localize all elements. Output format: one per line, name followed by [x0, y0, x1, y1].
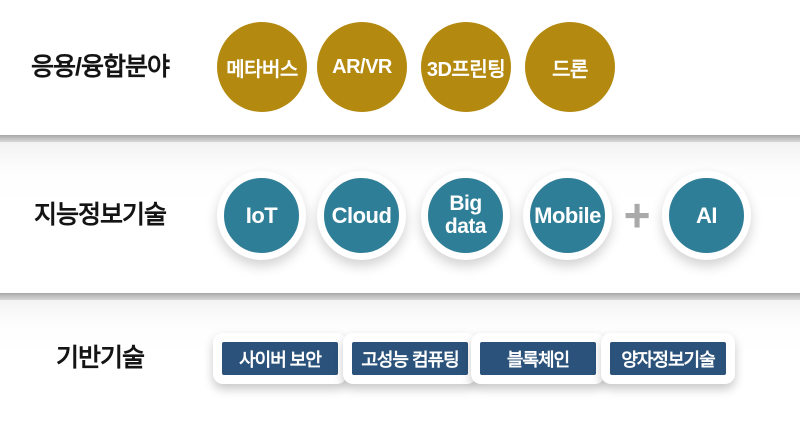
- badge-high-performance-computing-label: 고성능 컴퓨팅: [352, 342, 468, 375]
- circle-3d-printing: 3D프린팅: [421, 22, 511, 112]
- badge-high-performance-computing: 고성능 컴퓨팅: [343, 333, 477, 384]
- badge-cyber-security: 사이버 보안: [213, 333, 347, 384]
- circle-big-data-label: Big data: [444, 192, 487, 238]
- circle-ar-vr: AR/VR: [317, 22, 407, 112]
- circle-big-data: Big data: [421, 171, 510, 260]
- circle-mobile: Mobile: [523, 171, 612, 260]
- badge-blockchain-label: 블록체인: [480, 342, 596, 375]
- badge-quantum-information-label: 양자정보기술: [610, 342, 726, 375]
- intelligence-row-label: 지능정보기술: [33, 201, 167, 229]
- circle-mobile-label: Mobile: [534, 202, 601, 228]
- circle-metaverse: 메타버스: [217, 22, 307, 112]
- circle-metaverse-label: 메타버스: [226, 58, 298, 81]
- circle-ai-label: AI: [696, 202, 718, 228]
- circle-cloud: Cloud: [317, 171, 406, 260]
- circle-iot: IoT: [217, 171, 306, 260]
- foundation-row-label: 기반기술: [55, 344, 145, 372]
- applications-row-label: 응용/융합분야: [31, 53, 170, 81]
- circle-drone: 드론: [525, 22, 615, 112]
- circle-3d-printing-label: 3D프린팅: [426, 58, 506, 81]
- section-divider-top: [0, 135, 800, 142]
- badge-blockchain: 블록체인: [471, 333, 605, 384]
- circle-cloud-label: Cloud: [331, 202, 392, 228]
- badge-quantum-information: 양자정보기술: [601, 333, 735, 384]
- circle-ar-vr-label: AR/VR: [332, 55, 392, 78]
- circle-ai: AI: [662, 171, 751, 260]
- plus-icon: +: [623, 189, 651, 241]
- circle-drone-label: 드론: [552, 58, 588, 81]
- circle-iot-label: IoT: [245, 202, 278, 228]
- section-divider-bottom: [0, 293, 800, 300]
- badge-cyber-security-label: 사이버 보안: [222, 342, 338, 375]
